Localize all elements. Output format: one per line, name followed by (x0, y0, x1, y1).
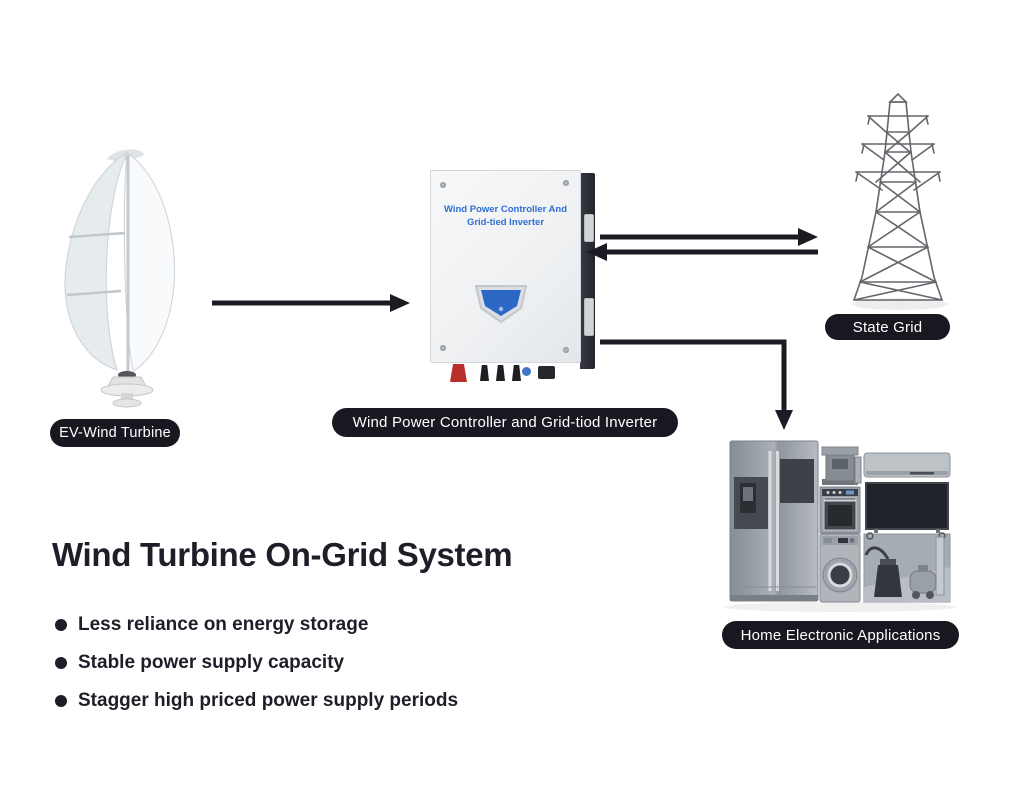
transmission-tower-image (852, 92, 948, 310)
arrow-grid-to-inverter (587, 243, 818, 261)
inverter-mount-bracket-top (584, 214, 594, 242)
inverter-side-panel (580, 173, 595, 369)
refrigerator (729, 440, 819, 602)
inverter-front-panel: Wind Power Controller And Grid-tied Inve… (430, 170, 581, 363)
label-home-applications: Home Electronic Applications (722, 621, 959, 649)
air-conditioner (863, 452, 951, 478)
label-ev-wind-turbine: EV-Wind Turbine (50, 419, 180, 447)
dc-connector-pin (496, 365, 505, 381)
inverter-mount-bracket-bottom (584, 298, 594, 336)
list-item: Stagger high priced power supply periods (55, 682, 458, 720)
coffee-machine (821, 446, 862, 485)
oven (819, 486, 861, 534)
feature-text: Stagger high priced power supply periods (78, 690, 459, 711)
bullet-icon (55, 657, 67, 669)
screw-icon (440, 182, 446, 188)
label-state-grid: State Grid (825, 314, 950, 340)
ac-connector-red (450, 364, 467, 382)
inverter-panel-text-line1: Wind Power Controller And (443, 204, 568, 215)
vacuum-cleaners (863, 532, 951, 603)
port-blue (522, 367, 531, 376)
screw-icon (563, 347, 569, 353)
port-box (538, 366, 555, 379)
inverter-display (475, 285, 527, 323)
arrow-turbine-to-inverter (212, 294, 410, 312)
list-item: Less reliance on energy storage (55, 606, 458, 644)
turbine-front-blade (123, 152, 176, 372)
turbine-strut-upper (68, 231, 126, 239)
screw-icon (563, 180, 569, 186)
wind-turbine-image (64, 149, 176, 408)
bullet-icon (55, 695, 67, 707)
television (865, 482, 949, 533)
bullet-icon (55, 619, 67, 631)
dc-connector-pin (480, 365, 489, 381)
turbine-strut-lower (66, 289, 122, 297)
feature-text: Less reliance on energy storage (78, 614, 369, 635)
turbine-base (100, 371, 154, 408)
arrow-inverter-to-grid (600, 228, 818, 246)
washing-machine (819, 533, 861, 603)
page-title: Wind Turbine On-Grid System (52, 536, 513, 573)
inverter-device: Wind Power Controller And Grid-tied Inve… (430, 170, 596, 396)
label-inverter: Wind Power Controller and Grid-tiod Inve… (332, 408, 678, 437)
screw-icon (440, 345, 446, 351)
list-item: Stable power supply capacity (55, 644, 458, 682)
dc-connector-pin (512, 365, 521, 381)
inverter-panel-text: Wind Power Controller And Grid-tied Inve… (431, 203, 580, 229)
feature-text: Stable power supply capacity (78, 652, 345, 673)
turbine-left-blade (64, 151, 129, 371)
feature-list: Less reliance on energy storage Stable p… (55, 606, 458, 720)
inverter-panel-text-line2: Grid-tied Inverter (466, 217, 545, 228)
home-appliances-image (724, 440, 956, 612)
